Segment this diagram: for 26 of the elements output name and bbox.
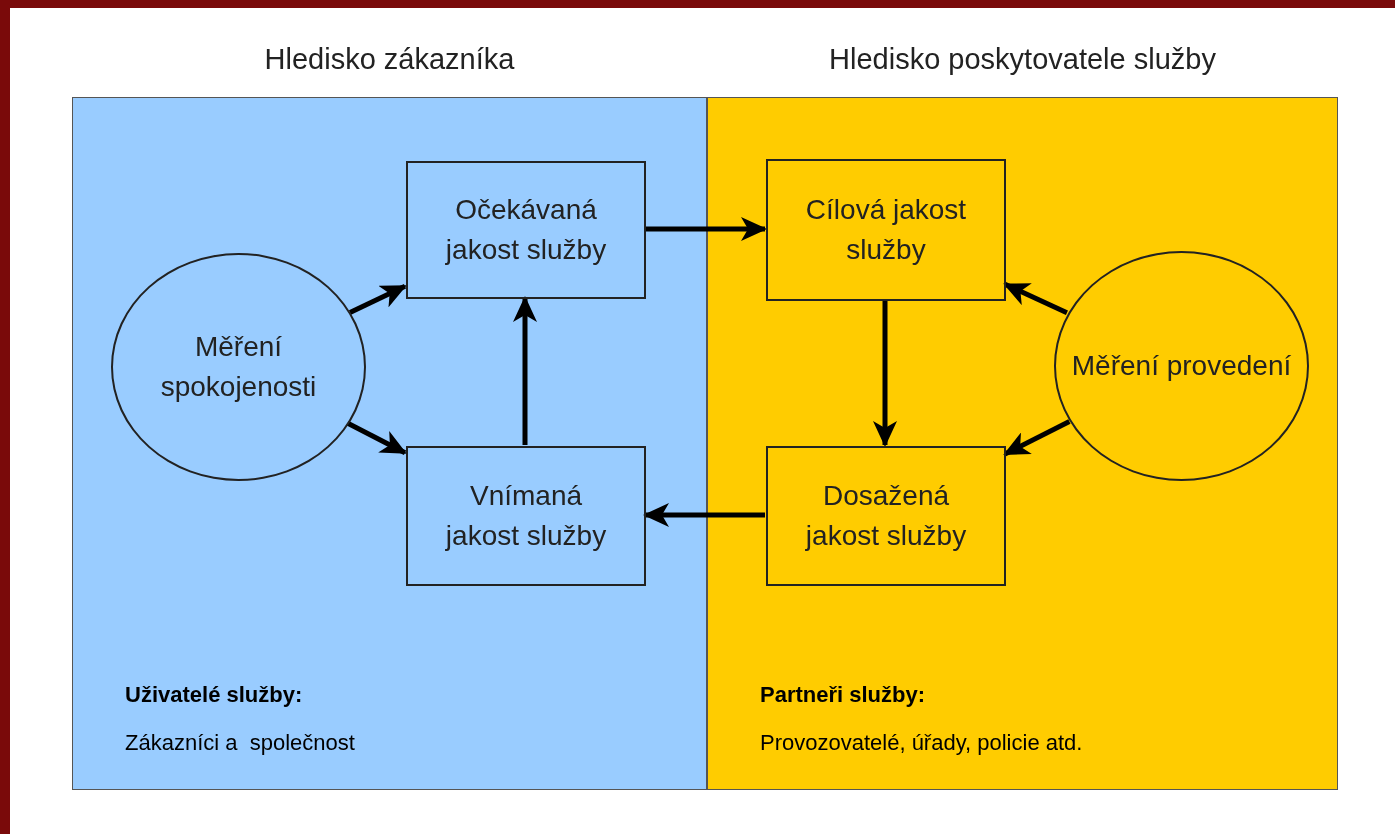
arrow — [346, 420, 407, 456]
group-title: Uživatelé služby: — [125, 681, 303, 709]
arrow — [645, 217, 767, 241]
arrow — [1003, 281, 1068, 315]
arrow — [643, 503, 765, 527]
process-box — [766, 159, 1006, 301]
arrow — [873, 300, 897, 447]
panel-heading: Hledisko poskytovatele služby — [828, 42, 1217, 77]
group-title: Partneři služby: — [760, 681, 926, 709]
node-label: Měření spokojenosti — [159, 330, 318, 404]
panel-heading: Hledisko zákazníka — [263, 42, 516, 77]
arrow — [348, 283, 407, 315]
process-box — [406, 161, 646, 299]
node-label: Cílová jakost služby — [804, 193, 968, 267]
node-label: Dosažená jakost služby — [804, 479, 968, 553]
process-box — [406, 446, 646, 586]
process-box — [766, 446, 1006, 586]
group-description: Provozovatelé, úřady, policie atd. — [760, 729, 1083, 757]
node-label: Vnímaná jakost služby — [444, 479, 608, 553]
circle-node — [1054, 251, 1309, 481]
group-description: Zákazníci a společnost — [125, 729, 355, 757]
node-label: Měření provedení — [1071, 349, 1292, 383]
circle-node — [111, 253, 366, 481]
arrow — [1003, 419, 1071, 457]
arrow — [513, 296, 537, 445]
node-label: Očekávaná jakost služby — [444, 193, 608, 267]
